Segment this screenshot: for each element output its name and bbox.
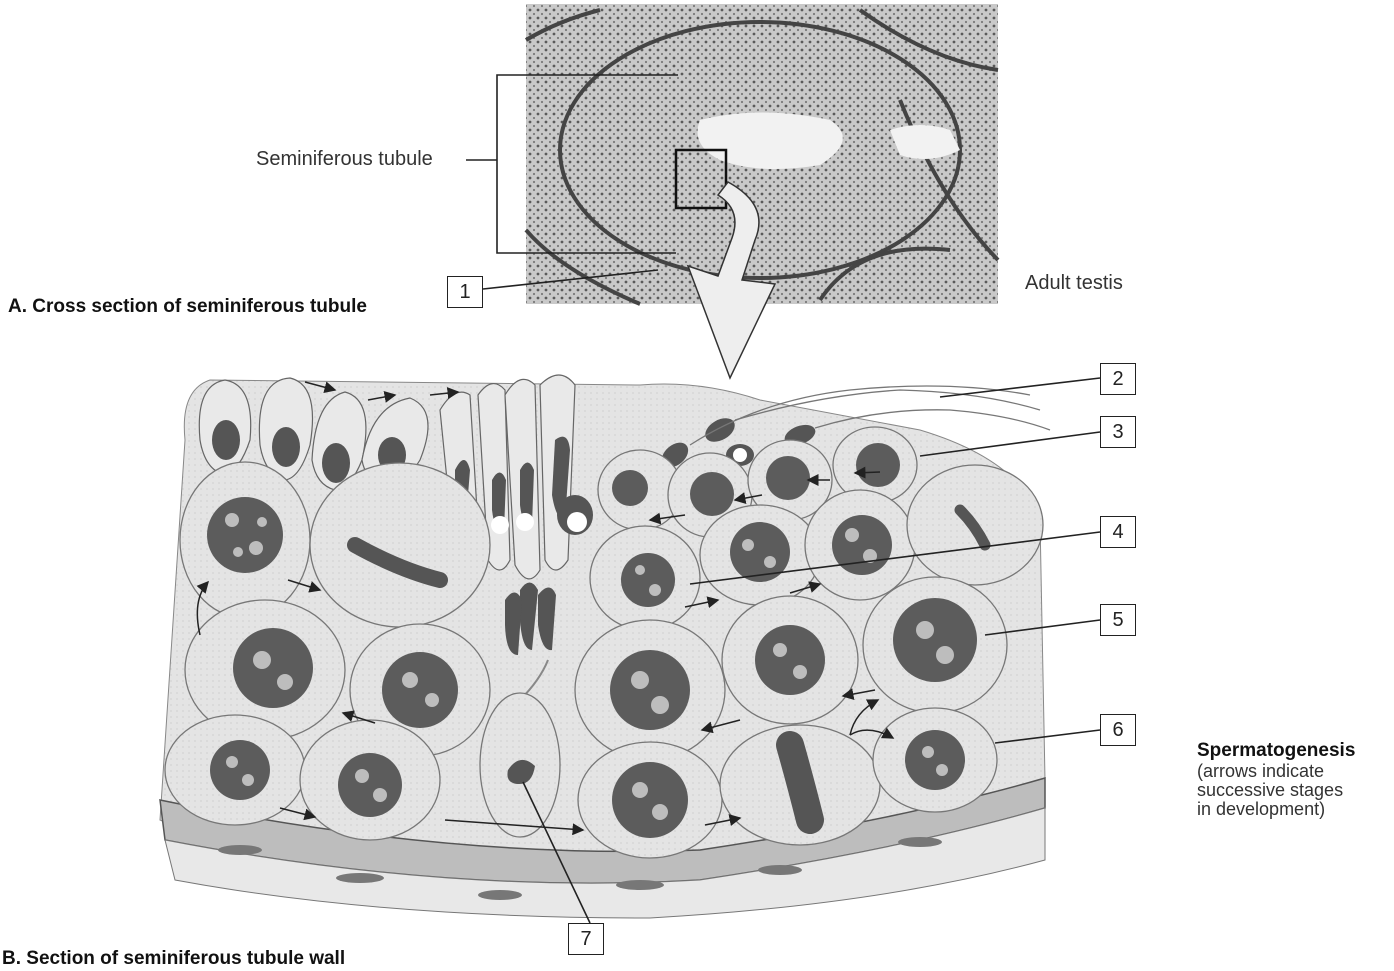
caption-line-2: successive stages — [1197, 781, 1355, 800]
heading-a: A. Cross section of seminiferous tubule — [8, 296, 367, 318]
label-seminiferous-tubule: Seminiferous tubule — [256, 148, 433, 171]
label-adult-testis: Adult testis — [1025, 272, 1123, 295]
callout-box-6: 6 — [1100, 714, 1136, 746]
callout-box-2: 2 — [1100, 363, 1136, 395]
callout-box-5: 5 — [1100, 604, 1136, 636]
heading-b: B. Section of seminiferous tubule wall — [2, 948, 345, 970]
callout-box-4: 4 — [1100, 516, 1136, 548]
caption-title: Spermatogenesis — [1197, 740, 1355, 762]
caption-line-1: (arrows indicate — [1197, 762, 1355, 781]
tubule-wall-drawing — [160, 375, 1050, 918]
micrograph-cross-section — [526, 4, 998, 304]
callout-box-7: 7 — [568, 923, 604, 955]
caption-block: Spermatogenesis (arrows indicate success… — [1197, 740, 1355, 819]
callout-box-1: 1 — [447, 276, 483, 308]
caption-line-3: in development) — [1197, 800, 1355, 819]
callout-box-3: 3 — [1100, 416, 1136, 448]
